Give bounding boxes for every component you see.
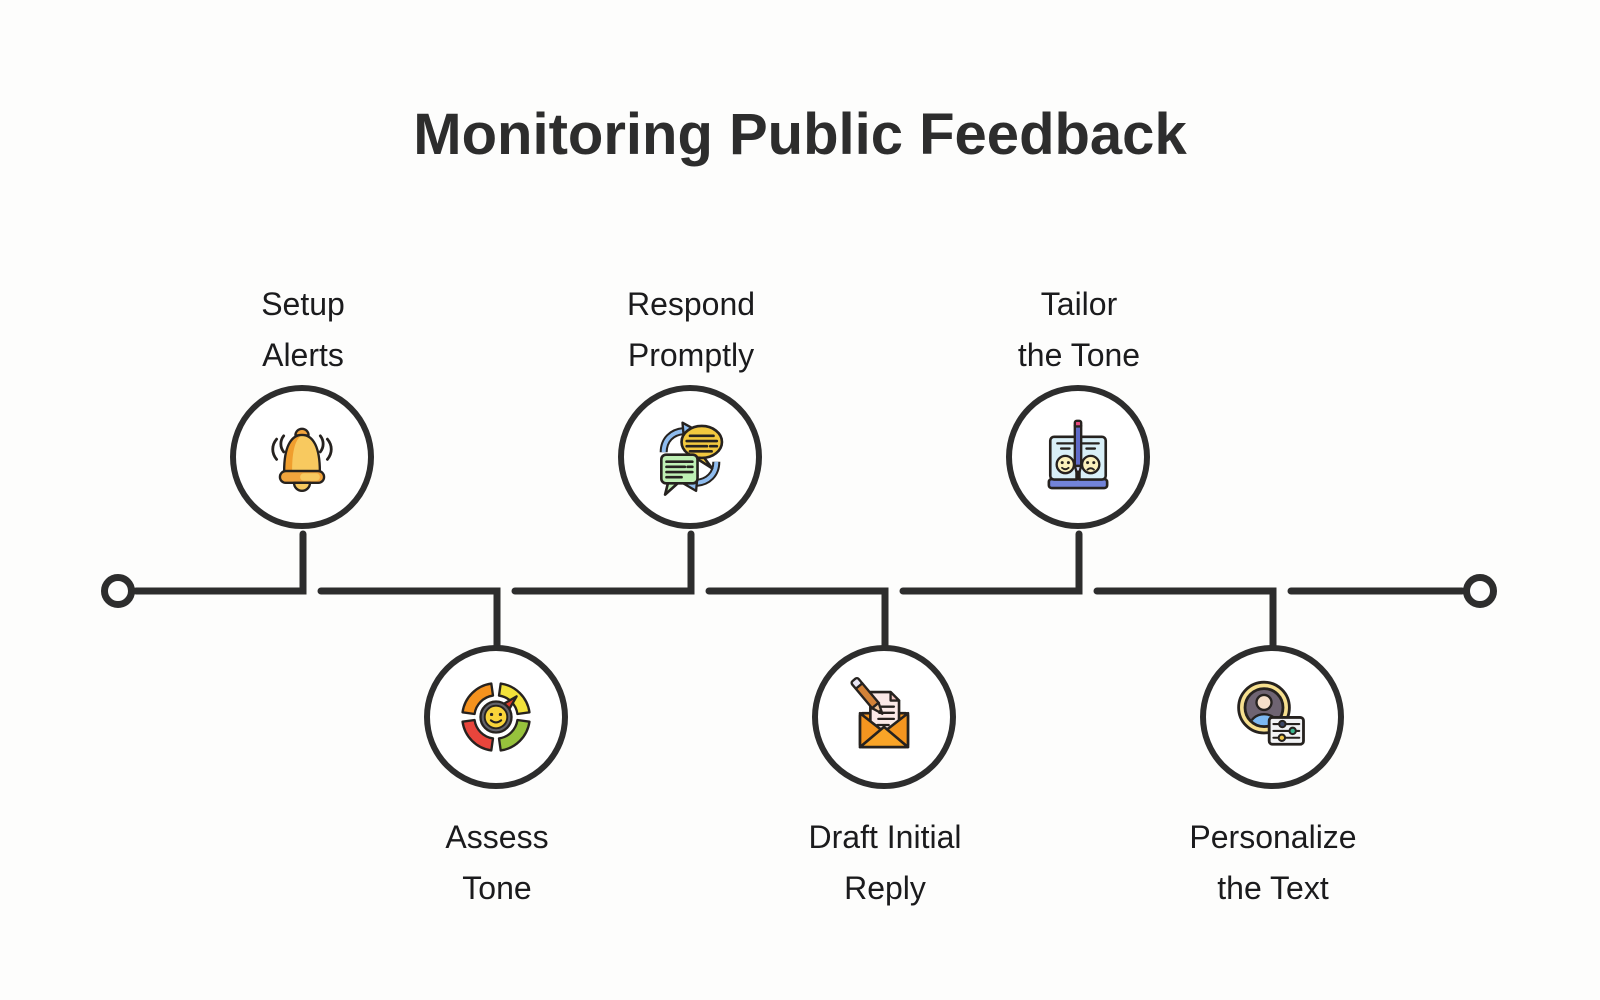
step-label-line1: Draft Initial	[808, 819, 962, 855]
step-label-line2: Promptly	[627, 337, 755, 373]
bell-icon	[271, 427, 333, 492]
page-title: Monitoring Public Feedback	[413, 102, 1187, 167]
step-label-line1: Respond	[626, 286, 756, 322]
step-label-line2: the Tone	[1017, 337, 1141, 373]
step-label-line1: Assess	[445, 819, 549, 855]
step-label-line2: Reply	[844, 870, 926, 906]
step-label-line1: Tailor	[1040, 286, 1118, 322]
step-label: Personalize the Text	[1123, 812, 1423, 914]
timeline-segment-5	[899, 530, 1083, 595]
step-label: Respond Promptly	[541, 279, 841, 381]
timeline-segment-3	[511, 530, 695, 595]
step-setup-alerts: Setup Alerts	[153, 0, 453, 1000]
step-node	[424, 645, 568, 789]
avatar-settings-icon	[1237, 680, 1305, 746]
step-node	[618, 385, 762, 529]
step-node	[230, 385, 374, 529]
step-label: Assess Tone	[347, 812, 647, 914]
chat-exchange-icon	[659, 421, 724, 496]
step-assess-tone: Assess Tone	[347, 0, 647, 1000]
timeline-endpoint-right	[1463, 574, 1497, 608]
step-node	[812, 645, 956, 789]
step-label-line2: the Text	[1217, 870, 1329, 906]
step-node	[1006, 385, 1150, 529]
step-personalize-the-text: Personalize the Text	[1123, 0, 1423, 1000]
step-label-line2: Tone	[462, 870, 532, 906]
envelope-pencil-icon	[850, 676, 910, 749]
step-label-line2: Alerts	[262, 337, 344, 373]
step-tailor-the-tone: Tailor the Tone	[929, 0, 1229, 1000]
step-label-line1: Setup	[261, 286, 345, 322]
timeline-segment-6	[1093, 587, 1277, 653]
timeline-segment-2	[317, 587, 501, 653]
step-node	[1200, 645, 1344, 789]
step-label-line1: Personalize	[1189, 819, 1357, 855]
step-label: Setup Alerts	[153, 279, 453, 381]
timeline-segment-1	[132, 530, 307, 595]
timeline-endpoint-left	[101, 574, 135, 608]
timeline-segment-4	[705, 587, 889, 653]
step-respond-promptly: Respond Promptly	[541, 0, 841, 1000]
step-label: Draft Initial Reply	[735, 812, 1035, 914]
step-label: Tailor the Tone	[929, 279, 1229, 381]
sentiment-gauge-icon	[461, 682, 531, 752]
tone-book-icon	[1047, 419, 1109, 490]
step-draft-initial-reply: Draft Initial Reply	[735, 0, 1035, 1000]
